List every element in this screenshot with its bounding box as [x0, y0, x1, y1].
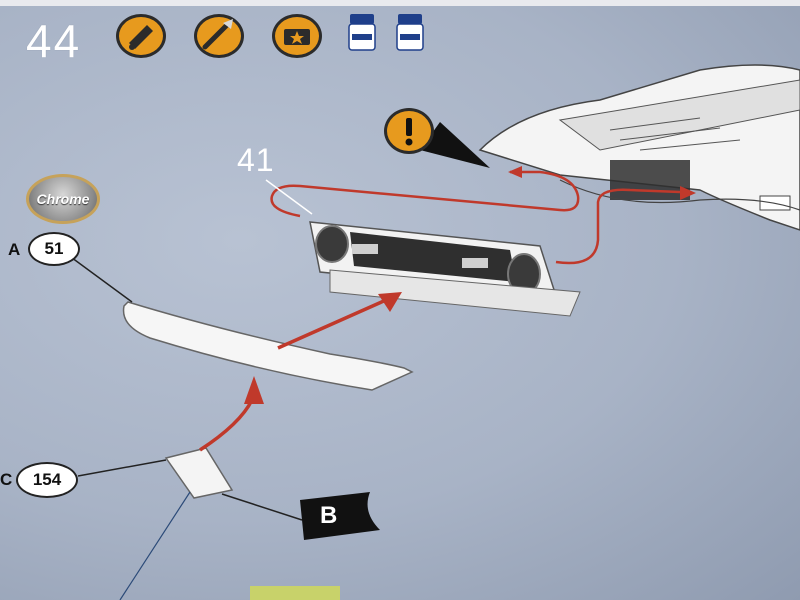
assembly-arrow — [277, 298, 387, 350]
arrow-head — [244, 376, 264, 404]
leader-line — [63, 251, 133, 303]
part-c-letter: C — [0, 470, 13, 489]
glue-icon — [116, 14, 166, 58]
leader-line — [77, 459, 167, 477]
grille-part — [309, 221, 581, 317]
warning-pointer — [420, 122, 490, 168]
callout-part-number: 41 — [237, 142, 275, 178]
paint-jar-icon — [394, 12, 426, 52]
decal-icon — [272, 14, 322, 58]
brush-paint-icon — [194, 14, 244, 58]
arrow-head — [378, 292, 402, 312]
small-clear-part — [164, 447, 234, 499]
part-c-number-badge: 154 — [16, 462, 78, 498]
warning-icon — [384, 108, 434, 154]
leader-line — [265, 179, 313, 215]
part-a-letter: A — [8, 240, 21, 259]
leader-line — [221, 493, 303, 521]
routing-line — [555, 188, 681, 265]
routing-line — [270, 170, 580, 218]
step-number: 44 — [26, 15, 82, 67]
part-a-number: 51 — [44, 239, 64, 258]
part-c-number: 154 — [32, 470, 62, 489]
chrome-trim-part — [122, 301, 414, 391]
part-a-number-badge: 51 — [28, 232, 80, 266]
assembly-arrow — [199, 399, 254, 452]
page-top-edge — [0, 0, 800, 6]
flag-letter: B — [320, 502, 338, 529]
leader-line — [119, 491, 191, 600]
car-body-illustration — [478, 64, 800, 231]
chrome-label: Chrome — [36, 191, 90, 207]
arrow-head — [508, 166, 522, 178]
paint-jar-icon — [346, 12, 378, 52]
bottom-tab — [250, 586, 340, 600]
arrow-head — [680, 186, 696, 200]
chrome-finish-badge: Chrome — [26, 174, 100, 224]
flag-marker — [300, 492, 380, 540]
